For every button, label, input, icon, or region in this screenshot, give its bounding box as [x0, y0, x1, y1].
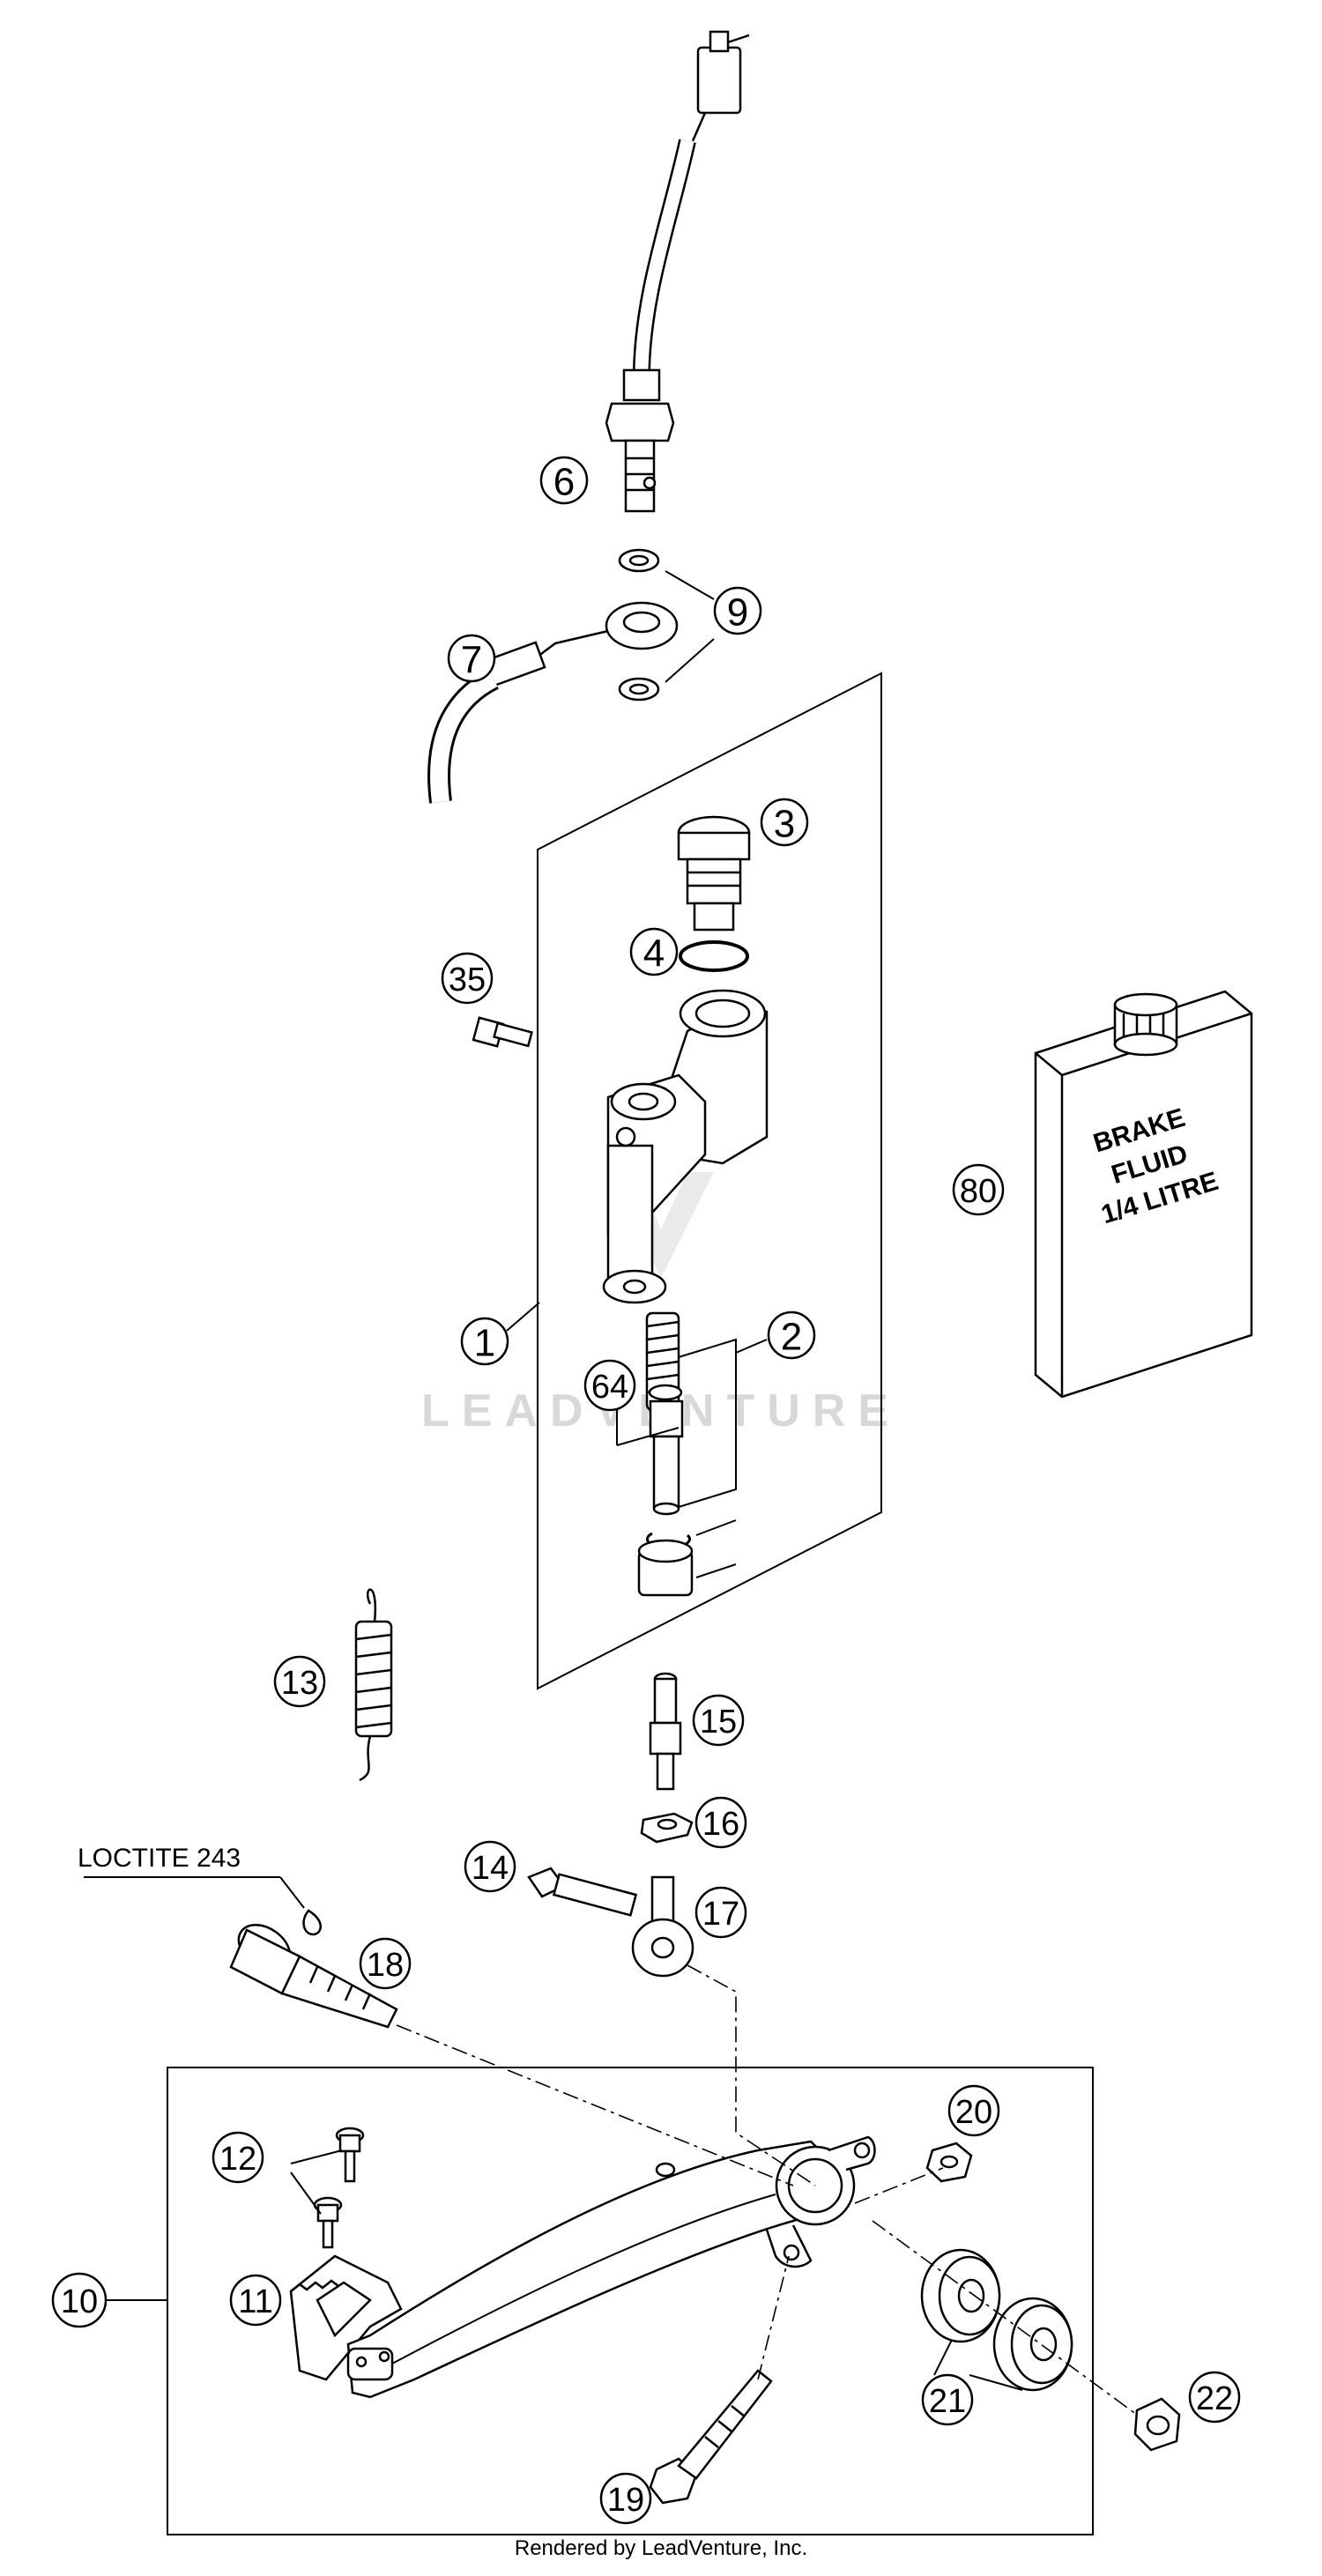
svg-text:11: 11	[238, 2283, 272, 2320]
assembly-lines	[396, 1964, 1138, 2416]
svg-text:7: 7	[461, 639, 482, 682]
callout-80: 80	[952, 1163, 1005, 1216]
callout-10: 10	[51, 2272, 108, 2328]
svg-text:19: 19	[607, 2482, 644, 2519]
piston	[637, 1384, 694, 1597]
svg-text:16: 16	[702, 1806, 739, 1843]
copper-washers	[618, 548, 660, 702]
nut-20	[925, 2142, 973, 2183]
return-spring	[354, 1588, 393, 1782]
svg-text:10: 10	[61, 2283, 98, 2320]
svg-text:14: 14	[472, 1850, 509, 1887]
callout-21: 21	[921, 2373, 974, 2426]
svg-text:22: 22	[1196, 2380, 1233, 2417]
callout-18: 18	[359, 1937, 412, 1990]
svg-text:13: 13	[281, 1665, 318, 1702]
pedal-step-plate	[289, 2254, 403, 2381]
nut-22	[1133, 2397, 1181, 2452]
callout-6: 6	[539, 456, 589, 505]
callout-17: 17	[694, 1886, 747, 1939]
callout-2: 2	[767, 1310, 816, 1360]
screw-35	[472, 1016, 533, 1048]
bearings	[920, 2248, 1073, 2392]
reservoir-connector	[677, 815, 751, 932]
callout-9: 9	[713, 586, 762, 635]
assembly-frame-1	[537, 672, 882, 1690]
o-ring	[679, 940, 749, 972]
svg-text:12: 12	[219, 2141, 256, 2178]
callout-12: 12	[212, 2131, 264, 2184]
callout-22: 22	[1188, 2371, 1241, 2424]
callout-7: 7	[447, 634, 496, 683]
brake-pedal	[346, 2135, 876, 2399]
callout-3: 3	[760, 798, 809, 847]
svg-text:80: 80	[960, 1173, 997, 1210]
callout-11: 11	[229, 2274, 282, 2327]
callout-4: 4	[629, 927, 679, 976]
svg-text:64: 64	[591, 1369, 628, 1406]
master-cylinder-body	[602, 989, 769, 1304]
svg-text:17: 17	[702, 1896, 739, 1933]
svg-text:20: 20	[955, 2094, 992, 2131]
brake-light-switch	[605, 30, 750, 513]
callout-35: 35	[441, 952, 494, 1005]
loctite-leader-diagonal	[279, 1876, 305, 1909]
brake-fluid-can	[1034, 990, 1253, 1399]
clevis	[631, 1875, 694, 1978]
svg-text:1: 1	[474, 1322, 495, 1365]
svg-text:6: 6	[553, 461, 575, 504]
footer-credit: Rendered by LeadVenture, Inc.	[514, 2536, 808, 2560]
svg-text:4: 4	[643, 932, 665, 976]
svg-text:9: 9	[727, 591, 748, 635]
leader-lines	[163, 570, 1023, 2391]
callout-1: 1	[460, 1317, 509, 1366]
bolt-19	[649, 2369, 773, 2505]
callout-20: 20	[947, 2084, 1000, 2137]
svg-text:3: 3	[774, 803, 795, 846]
kit-bracket	[616, 1338, 737, 1578]
hex-nut	[640, 1812, 694, 1844]
screws-12	[313, 2127, 365, 2249]
svg-text:18: 18	[367, 1947, 404, 1984]
callout-64: 64	[583, 1359, 636, 1412]
callout-15: 15	[692, 1694, 745, 1747]
bolt-14	[527, 1867, 638, 1917]
callout-14: 14	[464, 1840, 516, 1893]
loctite-label: LOCTITE 243	[78, 1844, 241, 1873]
callout-19: 19	[599, 2472, 652, 2525]
svg-text:35: 35	[449, 961, 486, 998]
svg-text:21: 21	[929, 2383, 966, 2420]
callout-16: 16	[694, 1796, 747, 1849]
svg-text:15: 15	[700, 1704, 737, 1741]
svg-text:2: 2	[781, 1316, 802, 1359]
long-screw	[229, 1924, 398, 2029]
brake-line	[427, 601, 679, 804]
piston-rod	[649, 1672, 682, 1791]
callout-13: 13	[273, 1655, 326, 1708]
loctite-drop	[302, 1909, 322, 1936]
